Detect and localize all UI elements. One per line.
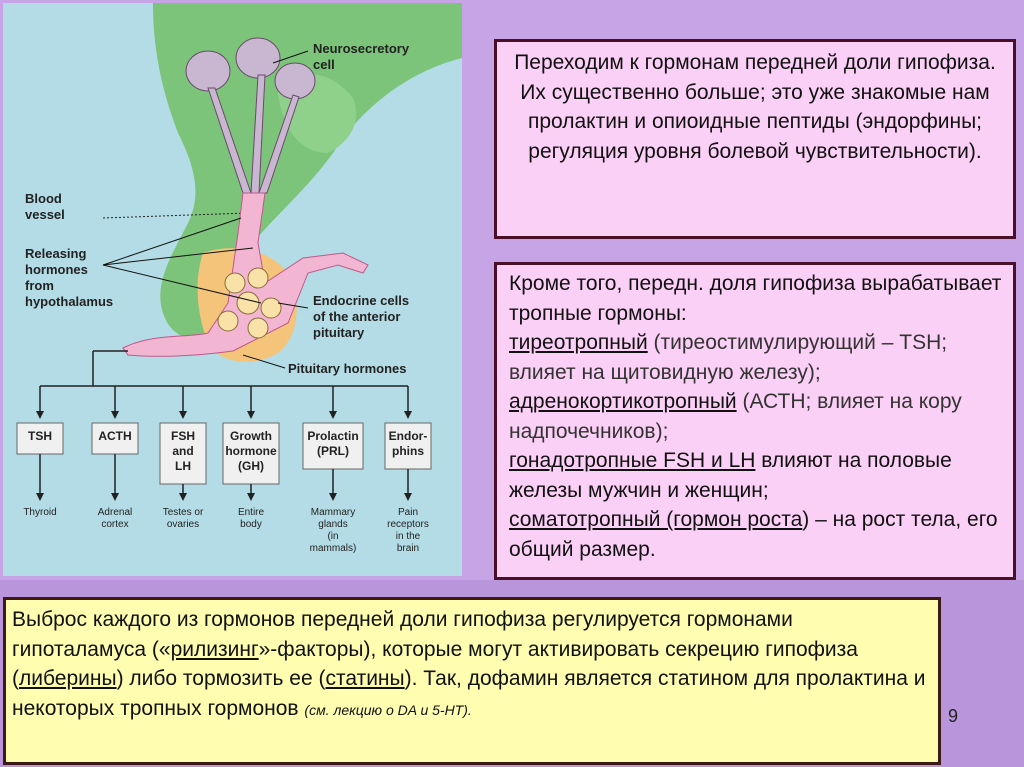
- regulation-text-3: ) либо тормозить ее (: [116, 667, 326, 690]
- target-label: cortex: [101, 519, 128, 530]
- hormone-label: FSH: [171, 429, 195, 443]
- term-thyrotropic: тиреотропный: [509, 331, 648, 354]
- target-label: receptors: [387, 519, 429, 530]
- target-label: Thyroid: [23, 507, 56, 518]
- gonadotropic-desc: влияют на половые железы мужчин и женщин…: [509, 449, 952, 502]
- hormone-label: and: [172, 444, 193, 458]
- hormone-box: [91, 422, 139, 455]
- hormone-column: TSH Thyroid: [16, 386, 64, 518]
- arrow-head-icon: [404, 411, 412, 419]
- target-label: in the: [396, 531, 421, 542]
- target-label: body: [240, 519, 262, 530]
- intro-textbox: Переходим к гормонам передней доли гипоф…: [494, 39, 1016, 239]
- hormone-label: Prolactin: [307, 429, 358, 443]
- hormone-label: Endor-: [389, 429, 428, 443]
- target-label: ovaries: [167, 519, 199, 530]
- label-pituitary-hormones: Pituitary hormones: [288, 361, 406, 376]
- regulation-text-1: Выброс каждого из гормонов передней доли…: [12, 608, 793, 661]
- hormone-label: TSH: [28, 429, 52, 443]
- regulation-text-2: »-факторы), которые могут активировать с…: [12, 637, 858, 691]
- hormone-label: (GH): [238, 459, 264, 473]
- target-label: Testes or: [163, 507, 204, 518]
- label-blood-vessel: Blood vessel: [25, 191, 65, 222]
- hormone-label: hormone: [225, 444, 277, 458]
- hormone-label: Growth: [230, 429, 272, 443]
- arrow-head-icon: [179, 493, 187, 501]
- hormone-label: LH: [175, 459, 191, 473]
- target-label: glands: [318, 519, 347, 530]
- hormone-label: ACTH: [98, 429, 131, 443]
- arrow-head-icon: [329, 411, 337, 419]
- hormone-box: [222, 422, 280, 485]
- thyrotropic-desc: (тиреостимулирующий – TSH; влияет на щит…: [509, 331, 948, 384]
- arrow-head-icon: [111, 493, 119, 501]
- term-statins: статины: [325, 667, 405, 690]
- somatotropic-desc: ) – на рост тела, его общий размер.: [509, 508, 998, 561]
- vessel-pointer: [102, 212, 249, 219]
- term-liberins: либерины: [19, 667, 117, 690]
- target-label: mammals): [310, 543, 357, 554]
- target-label: Adrenal: [98, 507, 132, 518]
- arrow-head-icon: [247, 493, 255, 501]
- tropic-hormones-textbox: Кроме того, передн. доля гипофиза выраба…: [494, 262, 1016, 580]
- arrow-head-icon: [247, 411, 255, 419]
- label-endocrine-cells: Endocrine cells of the anterior pituitar…: [313, 293, 413, 340]
- portal-vessels: [122, 192, 369, 357]
- adrenocorticotropic-desc: (АСТН; влияет на кору надпочечников);: [509, 390, 962, 443]
- neurosecretory-cells: [185, 37, 316, 194]
- target-label: Mammary: [311, 507, 355, 518]
- hormone-box: [384, 422, 432, 470]
- arrow-head-icon: [179, 411, 187, 419]
- hormone-label: phins: [392, 444, 424, 458]
- arrow-head-icon: [36, 411, 44, 419]
- intro-text: Переходим к гормонам передней доли гипоф…: [514, 51, 996, 163]
- arrow-head-icon: [404, 493, 412, 501]
- pituitary-diagram: Neurosecretory cell Blood vessel Releasi…: [3, 3, 462, 576]
- term-adrenocorticotropic: адренокортикотропный: [509, 390, 737, 413]
- term-gonadotropic: гонадотропные FSH и LH: [509, 449, 756, 472]
- label-releasing-hormones: Releasing hormones from hypothalamus: [25, 246, 113, 309]
- regulation-textbox: Выброс каждого из гормонов передней доли…: [3, 597, 941, 765]
- hormone-box: [302, 422, 364, 470]
- arrow-head-icon: [111, 411, 119, 419]
- term-releasing: рилизинг: [170, 637, 259, 661]
- callout-lines: [102, 50, 309, 369]
- target-label: brain: [397, 543, 419, 554]
- term-somatotropic: соматотропный (гормон роста: [509, 508, 803, 531]
- lecture-reference: (см. лекцию о DA и 5-HT).: [304, 701, 472, 718]
- target-label: Entire: [238, 507, 265, 518]
- hormone-label: (PRL): [317, 444, 349, 458]
- pituitary-figure: Neurosecretory cell Blood vessel Releasi…: [3, 3, 462, 576]
- arrow-head-icon: [329, 493, 337, 501]
- target-label: Pain: [398, 507, 418, 518]
- label-neurosecretory: Neurosecretory cell: [313, 41, 413, 72]
- hormone-tree: [40, 350, 408, 387]
- endocrine-cells: [217, 267, 282, 339]
- regulation-text-4: ). Так, дофамин является статином для пр…: [12, 667, 926, 720]
- tropic-intro: Кроме того, передн. доля гипофиза выраба…: [509, 272, 1002, 325]
- arrow-head-icon: [36, 493, 44, 501]
- hormone-box: [159, 422, 207, 485]
- page-number: 9: [948, 706, 959, 726]
- target-label: (in: [327, 531, 338, 542]
